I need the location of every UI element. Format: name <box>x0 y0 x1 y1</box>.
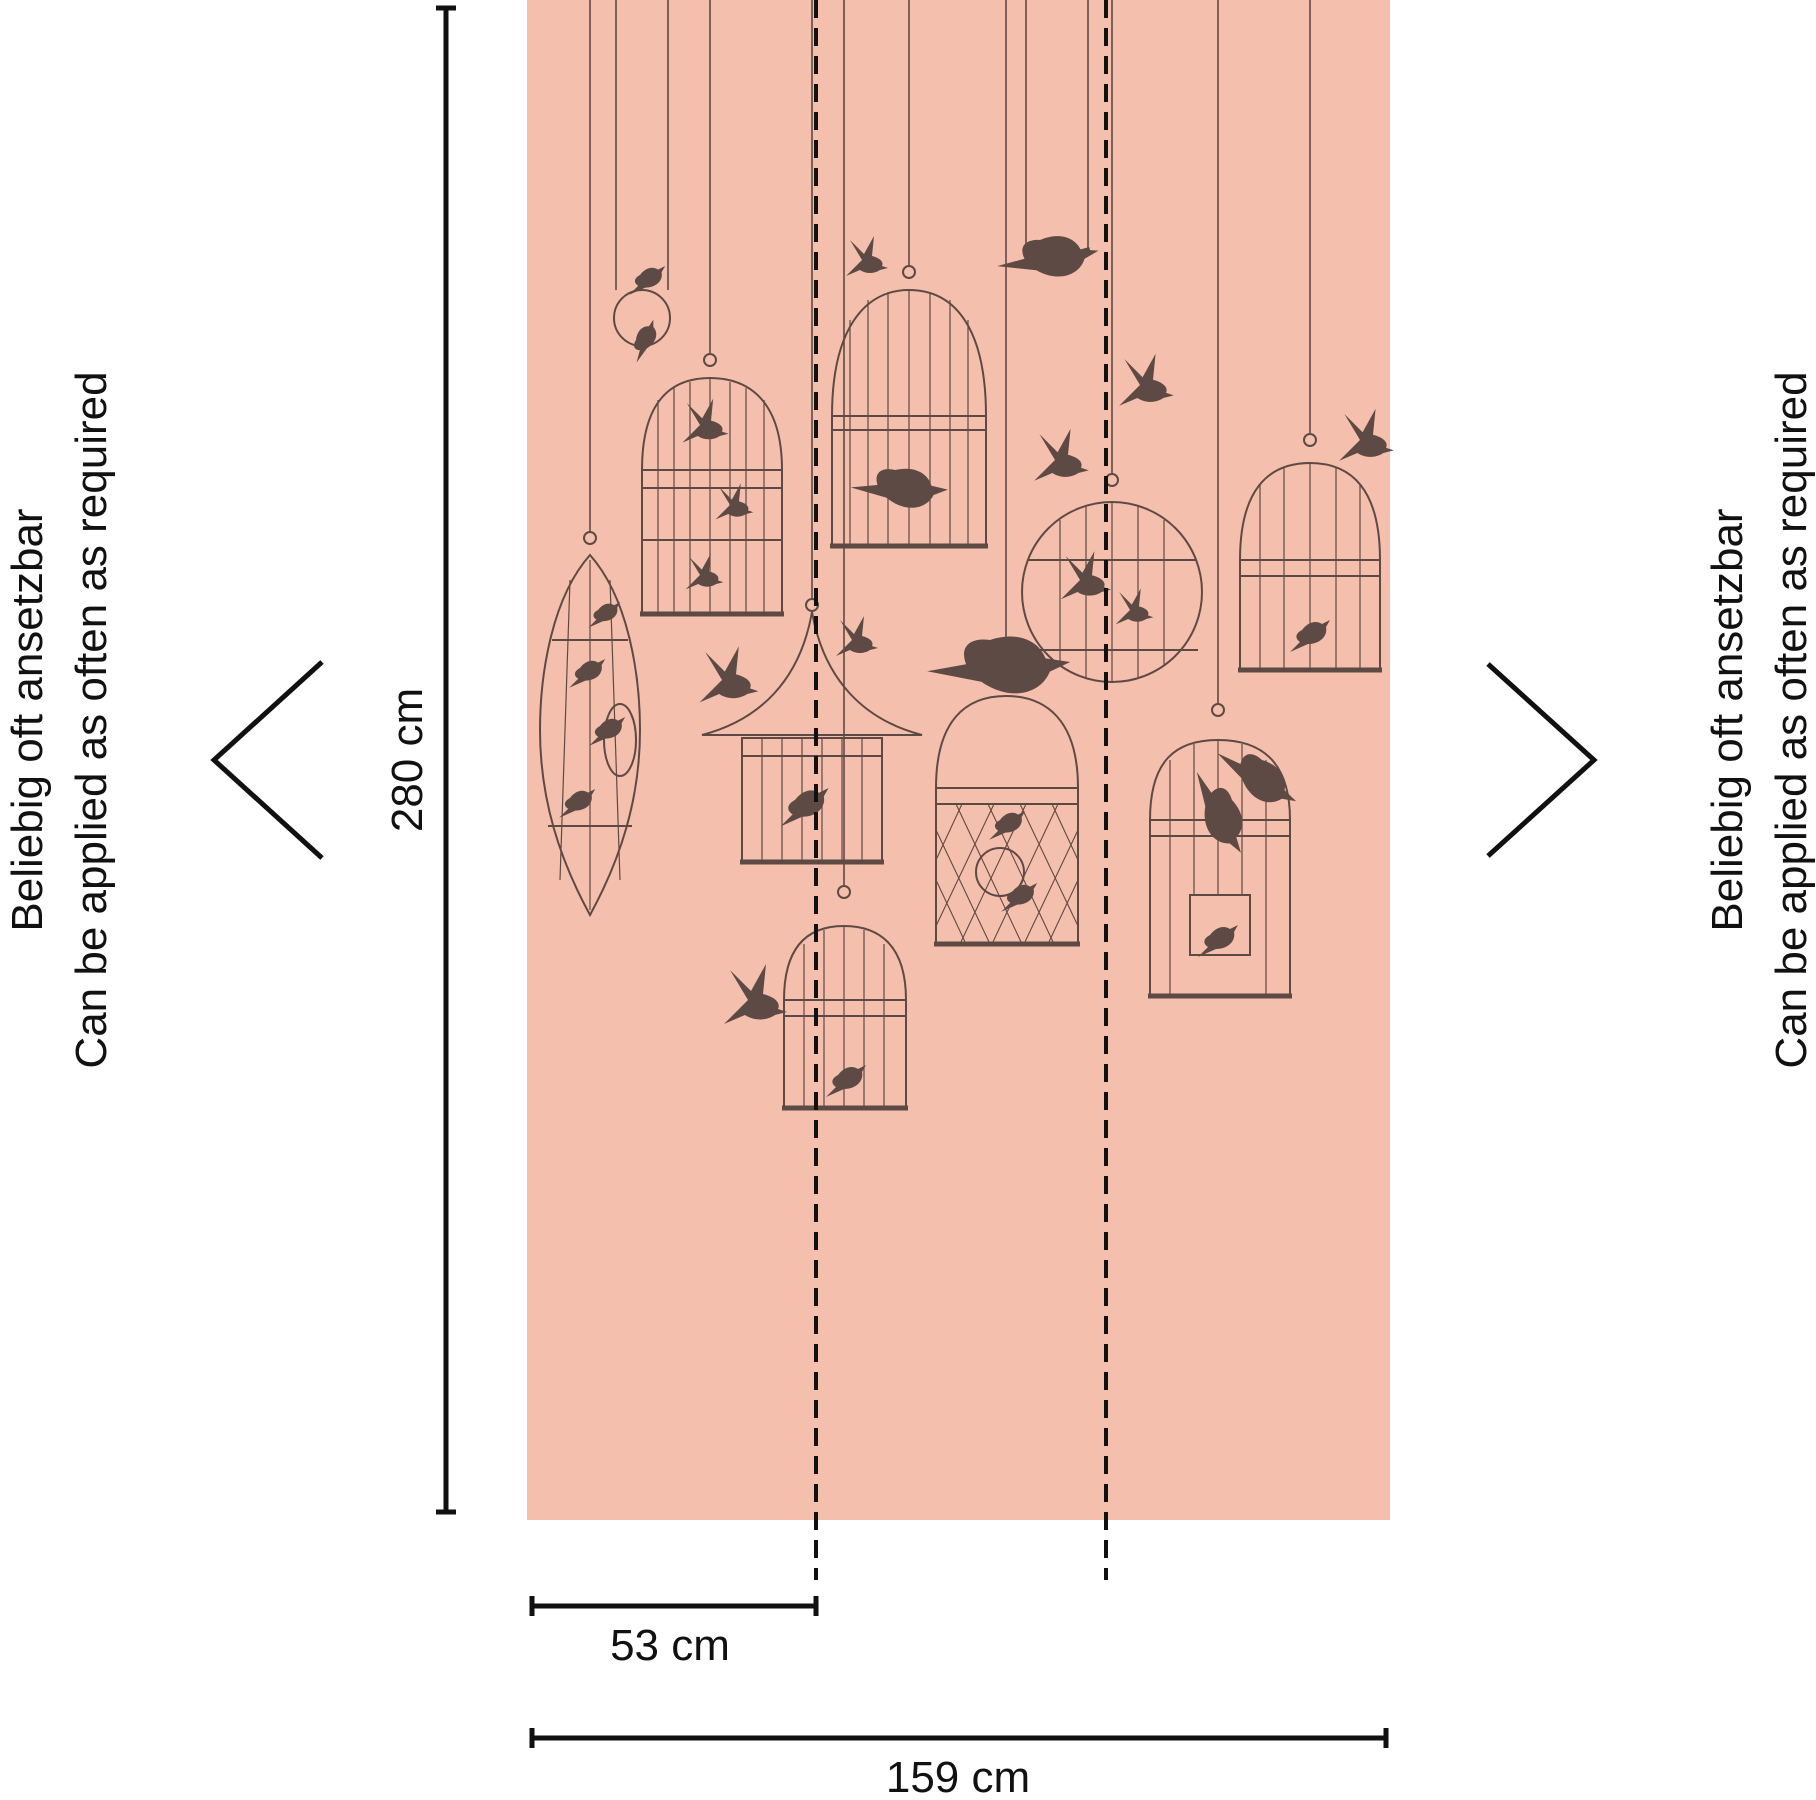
repeat-note-left: Beliebig oft ansetzbar Can be applied as… <box>0 220 124 1220</box>
chevron-left-icon <box>210 660 324 860</box>
birdcage-dome-2 <box>830 265 988 549</box>
chevron-right-icon <box>1486 662 1598 858</box>
hanging-strings <box>589 0 1311 885</box>
repeat-note-de: Beliebig oft ansetzbar <box>1703 508 1752 932</box>
birdcage-spindle <box>538 531 642 918</box>
height-label: 280 cm <box>383 688 432 832</box>
strip-width-label: 53 cm <box>610 1621 730 1670</box>
birdcage-pagoda <box>701 598 923 865</box>
repeat-note-en: Can be applied as often as required <box>67 371 116 1069</box>
height-dimension <box>436 5 456 1515</box>
birdcage-artwork <box>538 0 1394 1111</box>
repeat-note-en: Can be applied as often as required <box>1767 371 1816 1069</box>
repeat-note-right: Beliebig oft ansetzbar Can be applied as… <box>1696 220 1816 1220</box>
repeat-note-de: Beliebig oft ansetzbar <box>3 508 52 932</box>
birdcage-dome-3 <box>1238 433 1382 673</box>
strip-width-dimension <box>529 1596 819 1616</box>
total-width-dimension <box>529 1728 1389 1748</box>
total-width-label: 159 cm <box>886 1753 1030 1800</box>
